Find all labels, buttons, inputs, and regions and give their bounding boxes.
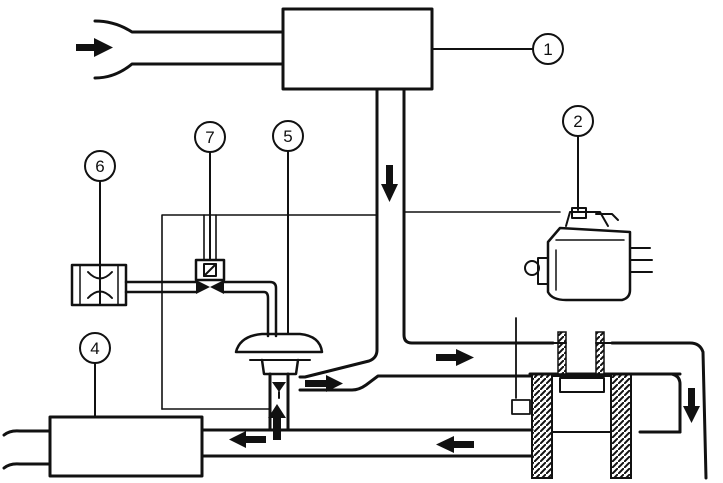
callout-1: 1 [532, 33, 564, 65]
svg-text:5: 5 [283, 127, 292, 146]
callout-6: 6 [84, 150, 116, 182]
intake-duct [93, 19, 285, 80]
callout-4: 4 [79, 332, 111, 364]
svg-text:4: 4 [90, 339, 99, 358]
exhaust-pipe [200, 428, 534, 458]
intake-down-arrow [381, 165, 398, 202]
egr-to-exhaust-arrow [229, 431, 266, 448]
air-intake-box [281, 7, 434, 91]
muffler [2, 415, 272, 478]
intake-right-arrow [436, 349, 474, 366]
callout-5: 5 [272, 120, 304, 152]
svg-text:2: 2 [573, 112, 582, 131]
injection-pump [524, 207, 653, 302]
vacuum-filter [70, 263, 128, 307]
exhaust-down-arrow [683, 388, 700, 423]
solenoid-valve [194, 258, 226, 294]
vacuum-hose [124, 280, 278, 338]
egr-up-arrow [268, 404, 286, 440]
callout-7: 7 [194, 121, 226, 153]
intake-pipe [298, 87, 555, 392]
exhaust-left-arrow [436, 436, 474, 453]
egr-into-intake-arrow [305, 375, 343, 392]
intake-flow-arrow [76, 38, 113, 57]
svg-text:1: 1 [543, 40, 552, 59]
svg-text:6: 6 [95, 157, 104, 176]
exhaust-manifold [610, 341, 708, 480]
svg-text:7: 7 [205, 128, 214, 147]
control-lines [161, 211, 561, 410]
callout-2: 2 [562, 105, 594, 137]
